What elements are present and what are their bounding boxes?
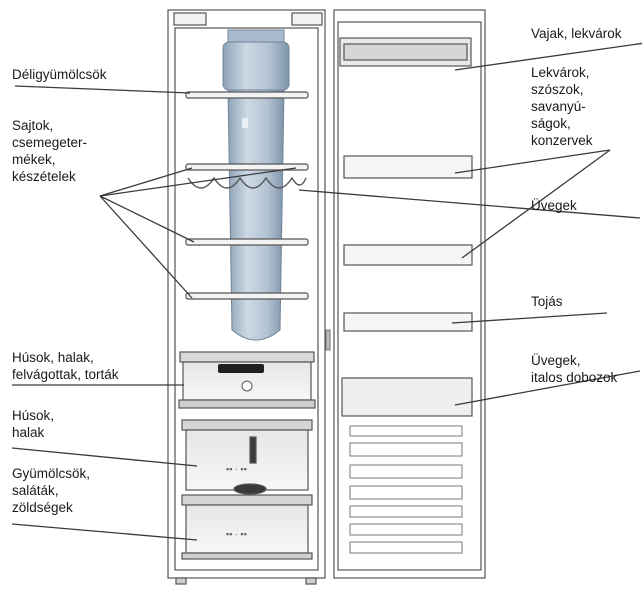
- glass-shelves: [185, 91, 309, 300]
- fridge-door: [333, 9, 486, 579]
- vegetable-drawers: [181, 419, 313, 560]
- door-grid: [349, 425, 463, 554]
- label-jams-sauces: Lekvárok, szószok, savanyú- ságok, konze…: [531, 65, 593, 148]
- svg-text:▪▪ · ▪▪: ▪▪ · ▪▪: [226, 529, 247, 539]
- glass-shelf: [185, 91, 309, 99]
- label-fruit-veg: Gyümölcsök, saláták, zöldségek: [12, 466, 91, 515]
- drawer-marking-icon: ▪▪ · ▪▪ ▪▪ · ▪▪: [226, 464, 247, 539]
- label-meat-fish-cold-cuts: Húsok, halak, felvágottak, torták: [12, 350, 119, 382]
- door-shelf: [343, 155, 473, 179]
- label-cheese: Sajtok, csemegeter- mékek, készételek: [12, 118, 88, 184]
- leader-lines: [11, 42, 642, 541]
- door-shelves: [339, 37, 473, 417]
- label-butter-jam: Vajak, lekvárok: [531, 26, 622, 41]
- door-shelf-bottles: [341, 377, 473, 417]
- door-handle: [325, 329, 331, 351]
- glass-shelf: [185, 163, 309, 171]
- glass-shelf: [185, 238, 309, 246]
- label-eggs: Tojás: [531, 294, 563, 309]
- chiller-drawer: [178, 351, 316, 409]
- wine-rack-icon: [187, 176, 307, 189]
- glass-shelf: [185, 292, 309, 300]
- label-meat-fish: Húsok, halak: [12, 408, 55, 440]
- label-deli-fruit: Déligyümölcsök: [12, 67, 107, 82]
- door-shelf: [343, 244, 473, 266]
- svg-text:▪▪ · ▪▪: ▪▪ · ▪▪: [226, 464, 247, 474]
- door-shelf-eggs: [343, 312, 473, 332]
- label-jars-drinks: Üvegek, italos dobozok: [531, 353, 618, 385]
- air-duct-icon: ▪: [222, 29, 290, 341]
- control-panel-icon: [218, 364, 264, 392]
- label-jars: Üvegek: [531, 198, 577, 213]
